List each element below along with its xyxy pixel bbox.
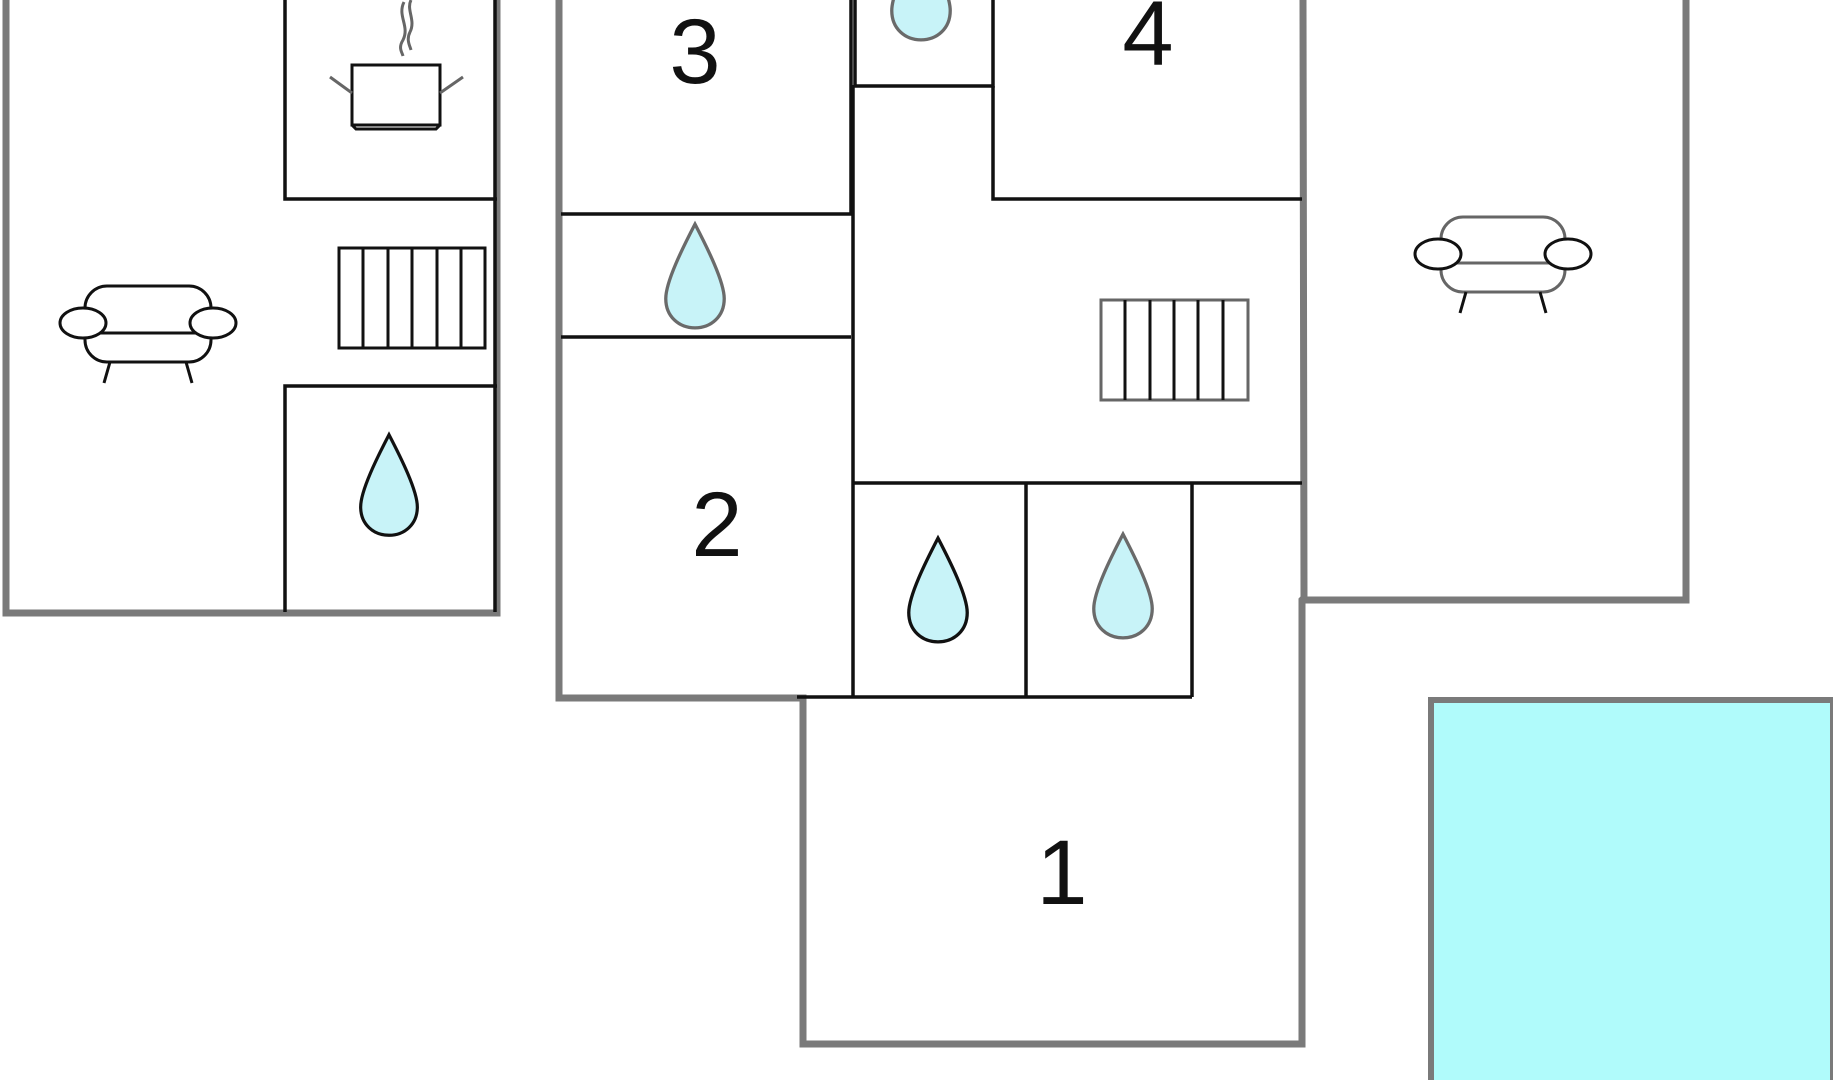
room-label-1: 1 xyxy=(1036,822,1087,924)
water-drop-icon xyxy=(358,433,420,537)
water-drop-icon xyxy=(907,536,969,644)
water-drop-icon xyxy=(664,222,726,330)
staircase-icon xyxy=(1099,298,1250,402)
outer-walls xyxy=(2,0,1690,1048)
room-label-4: 4 xyxy=(1122,0,1173,85)
west-wing-outline xyxy=(2,0,501,617)
west-bathroom-walls xyxy=(283,384,497,612)
inner-walls xyxy=(283,0,1302,699)
swimming-pool xyxy=(1428,697,1833,1080)
room-label-3: 3 xyxy=(669,1,720,103)
cooking-pot-icon xyxy=(329,0,464,131)
staircase-icon xyxy=(337,246,487,350)
room-labels: 1 2 3 4 xyxy=(669,0,1173,924)
top-bathroom-walls xyxy=(853,0,995,88)
twin-bathroom-walls xyxy=(853,483,1194,699)
sofa-icon xyxy=(1413,215,1593,314)
east-wing-outline xyxy=(1302,0,1690,604)
sofa-icon xyxy=(58,284,238,384)
water-drop-icon xyxy=(890,0,952,42)
bedroom-4-walls xyxy=(991,86,1302,201)
bedroom-3-walls xyxy=(561,0,853,216)
kitchen-walls xyxy=(283,0,497,201)
water-drop-icon xyxy=(1092,532,1154,640)
room-label-2: 2 xyxy=(691,474,742,576)
bathroom-icons xyxy=(358,0,1154,644)
